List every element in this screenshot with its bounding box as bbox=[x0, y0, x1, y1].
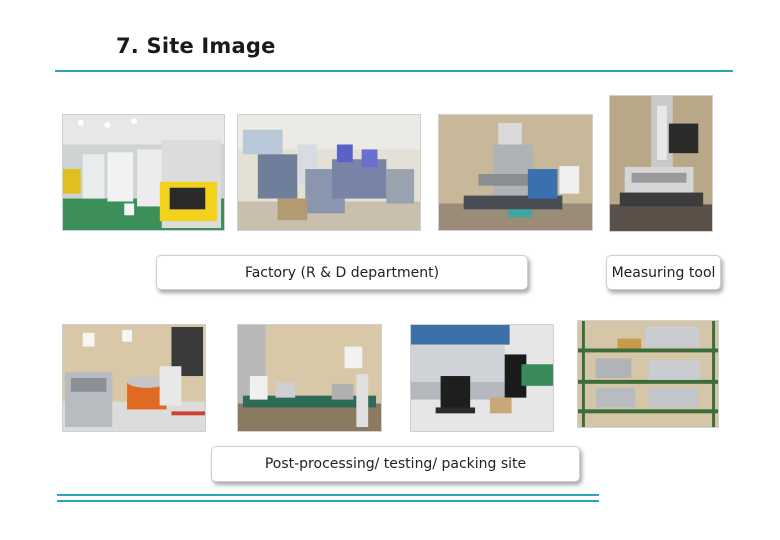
caption-post-processing: Post-processing/ testing/ packing site bbox=[211, 446, 580, 482]
packing-photo-clean-bench bbox=[410, 324, 554, 432]
slide-title: 7. Site Image bbox=[116, 34, 276, 58]
measuring-tool-photo bbox=[609, 95, 713, 232]
factory-photo-lab-room bbox=[237, 114, 421, 231]
factory-photo-instrument bbox=[438, 114, 593, 231]
storage-shelf-photo bbox=[577, 320, 719, 428]
title-underline bbox=[55, 70, 733, 72]
post-processing-photo-machines bbox=[62, 324, 206, 432]
footer-rule-top bbox=[57, 494, 599, 496]
testing-photo-bench bbox=[237, 324, 382, 432]
caption-measuring-tool: Measuring tool bbox=[606, 255, 721, 290]
caption-factory: Factory (R & D department) bbox=[156, 255, 528, 290]
factory-photo-machines-yellow bbox=[62, 114, 225, 231]
footer-rule-bottom bbox=[57, 500, 599, 502]
